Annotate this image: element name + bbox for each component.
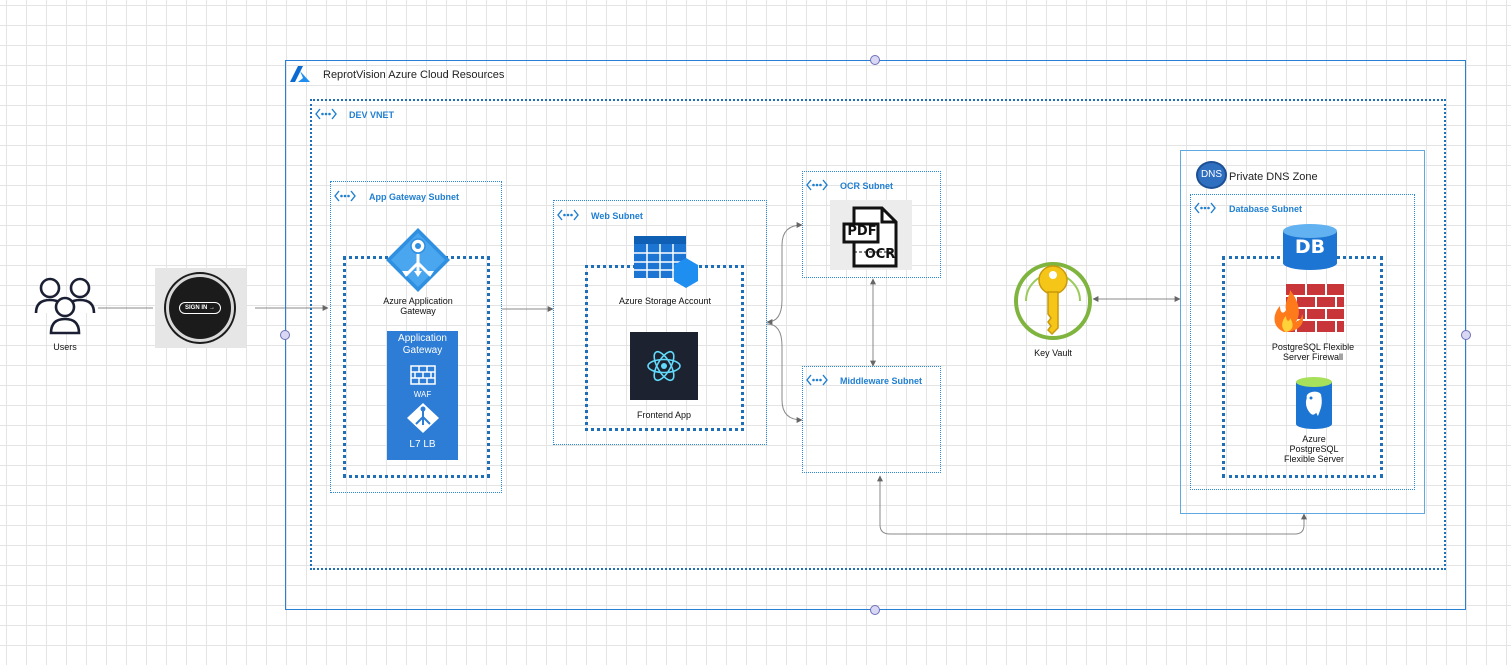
resize-handle-left[interactable] (280, 330, 290, 340)
postgresql-label-line-3: Flexible Server (1283, 454, 1345, 464)
signin-circle: SIGN IN → (166, 274, 234, 342)
web-subnet-title: Web Subnet (591, 211, 643, 221)
l7-lb-label: L7 LB (409, 439, 436, 450)
resize-handle-top[interactable] (870, 55, 880, 65)
postgresql-label: Azure PostgreSQL Flexible Server (1264, 434, 1364, 464)
middleware-subnet[interactable] (802, 366, 941, 473)
signin-pill: SIGN IN → (179, 302, 221, 314)
signin-tile[interactable]: SIGN IN → (155, 268, 246, 348)
vnet-icon (315, 108, 337, 120)
pdf-text: PDF (847, 224, 877, 239)
key-vault-label: Key Vault (1034, 348, 1072, 358)
dev-vnet-title: DEV VNET (349, 110, 395, 120)
gateway-label-line-2: Gateway (400, 306, 436, 316)
resize-handle-right[interactable] (1461, 330, 1471, 340)
database-subnet[interactable] (1190, 194, 1415, 490)
web-subnet[interactable] (553, 200, 767, 445)
web-to-middleware-connector (766, 323, 803, 423)
tile-title-line-1: Application (398, 333, 447, 344)
ocr-text: OCR (864, 247, 896, 262)
vnet-icon (334, 190, 356, 202)
postgresql-icon[interactable] (1294, 376, 1334, 432)
dns-zone-icon: DNS (1196, 161, 1227, 189)
firewall-icon[interactable] (1272, 282, 1346, 334)
app-gateway-subnet[interactable] (330, 181, 502, 493)
ocr-subnet-title: OCR Subnet (840, 181, 893, 191)
arrow-right-icon: → (209, 305, 215, 311)
frontend-app-label: Frontend App (636, 410, 692, 420)
db-badge-text: DB (1294, 236, 1326, 258)
frontend-app-tile[interactable] (630, 332, 698, 400)
brick-wall-icon (409, 365, 436, 385)
waf-label: WAF (413, 390, 432, 399)
dev-vnet-container[interactable] (310, 99, 1446, 570)
middleware-to-database-connector (877, 475, 1307, 535)
cloud-title: ReprotVision Azure Cloud Resources (323, 69, 505, 81)
firewall-label-line-2: Server Firewall (1282, 352, 1343, 362)
users-label: Users (53, 342, 77, 352)
gateway-label-line-1: Azure Application (383, 296, 453, 306)
middleware-subnet-title: Middleware Subnet (840, 376, 923, 386)
vnet-icon (557, 209, 579, 221)
database-subnet-title: Database Subnet (1229, 204, 1303, 214)
pdf-ocr-tile[interactable]: PDF OCR (830, 200, 912, 270)
pdf-document-icon (842, 206, 898, 268)
storage-account-icon[interactable] (634, 236, 700, 290)
private-dns-zone[interactable] (1180, 150, 1425, 514)
firewall-label: PostgreSQL Flexible Server Firewall (1258, 342, 1368, 362)
postgresql-label-line-2: PostgreSQL (1289, 444, 1339, 454)
users-icon[interactable] (34, 275, 98, 339)
resize-handle-bottom[interactable] (870, 605, 880, 615)
vnet-icon (1194, 202, 1216, 214)
vnet-icon (806, 374, 828, 386)
key-vault-icon[interactable] (1012, 260, 1094, 342)
vnet-icon (806, 179, 828, 191)
dns-badge-text: DNS (1200, 169, 1223, 180)
application-gateway-icon[interactable] (385, 227, 451, 293)
firewall-label-line-1: PostgreSQL Flexible (1271, 342, 1355, 352)
ocr-subnet[interactable] (802, 171, 941, 278)
database-icon[interactable] (1281, 223, 1339, 271)
web-to-ocr-connector (766, 222, 803, 325)
tile-title-line-2: Gateway (402, 345, 443, 356)
private-dns-zone-title: Private DNS Zone (1229, 171, 1318, 183)
load-balancer-icon (406, 403, 439, 433)
postgresql-label-line-1: Azure (1302, 434, 1326, 444)
react-logo-icon (647, 350, 681, 382)
storage-account-label: Azure Storage Account (618, 296, 712, 306)
azure-logo-icon (290, 66, 310, 82)
signin-text: SIGN IN (184, 305, 208, 311)
application-gateway-tile[interactable]: Application Gateway WAF L7 LB (387, 331, 458, 460)
app-gateway-subnet-title: App Gateway Subnet (369, 192, 460, 202)
application-gateway-label: Azure Application Gateway (368, 296, 468, 316)
